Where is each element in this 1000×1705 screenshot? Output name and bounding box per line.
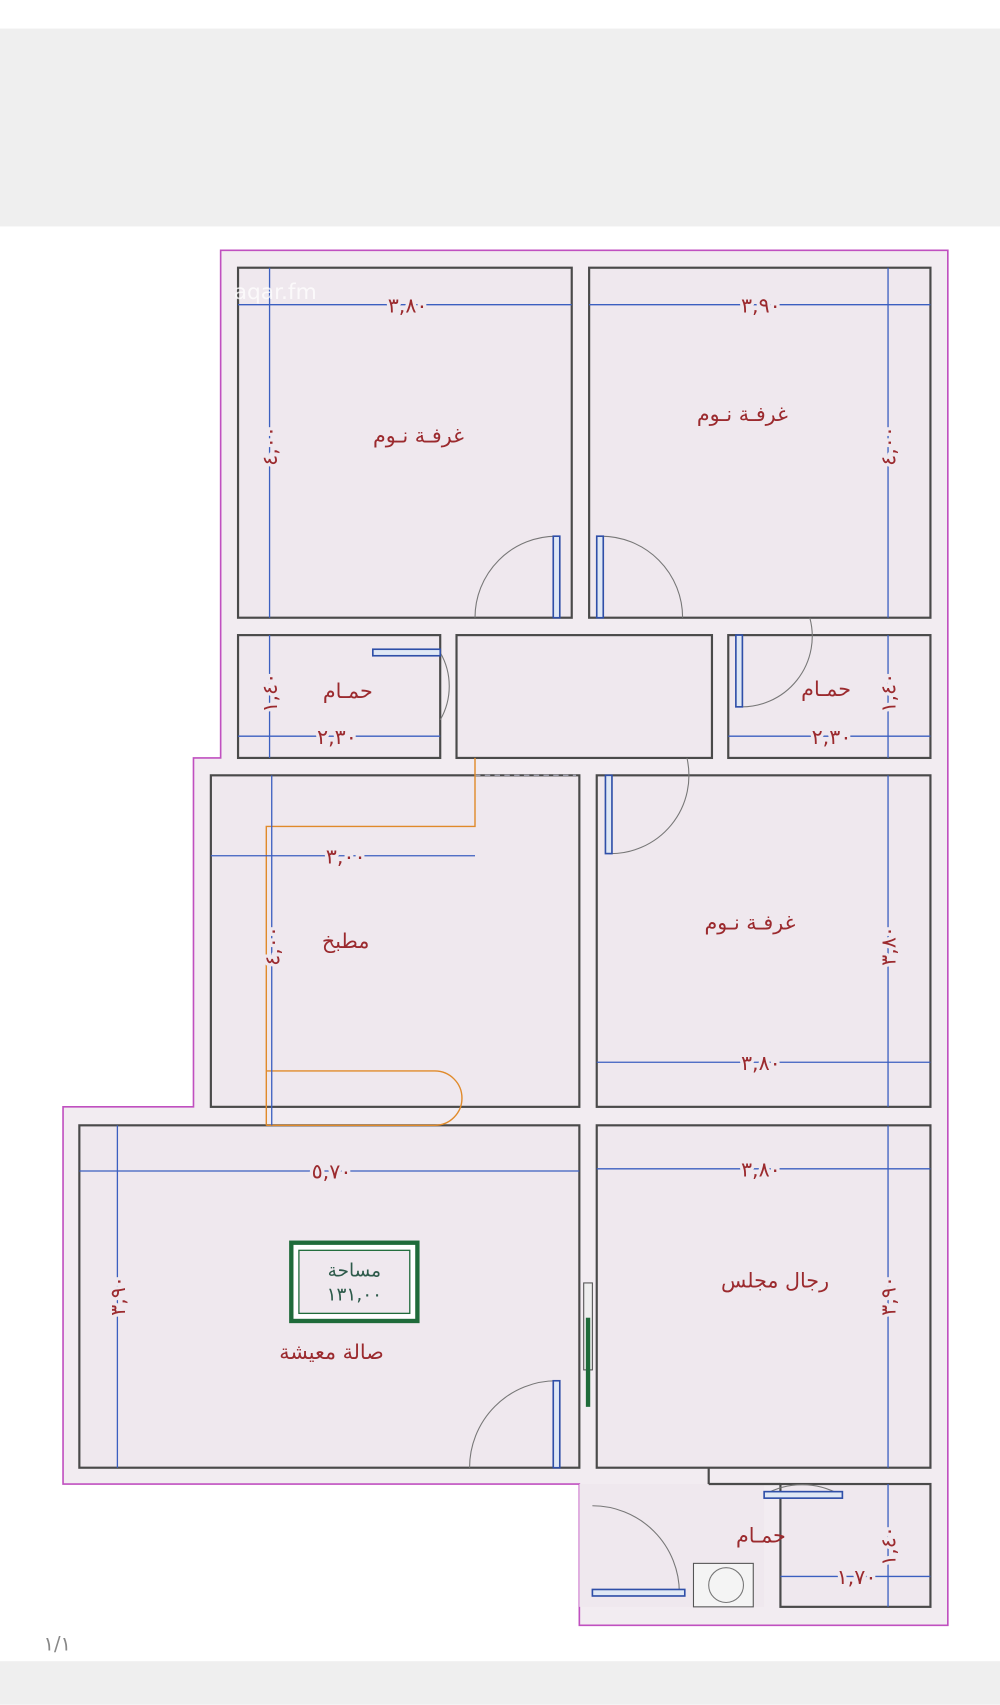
room-label: حمـام	[323, 679, 373, 703]
dimension-length: ١,٤٠	[877, 1526, 901, 1566]
kitchen-counter	[265, 757, 476, 1127]
dimension-length: ٣,٩٠	[106, 1276, 130, 1316]
dimension-width: ٣,٨٠	[741, 1157, 781, 1181]
bedroom-2	[588, 266, 932, 619]
dimension-width: ٥,٧٠	[312, 1160, 352, 1184]
dimension-lines	[79, 267, 931, 1607]
area-box: مساحة ١٣١,٠٠	[289, 1240, 420, 1324]
room-label: رجال مجلس	[721, 1268, 829, 1292]
dimension-width: ٣,٨٠	[388, 293, 428, 317]
room-label: حمـام	[801, 677, 851, 701]
bottom-band	[0, 1661, 1000, 1705]
bedroom-1	[236, 266, 573, 619]
dimension-length: ٤,٠٠	[260, 926, 284, 966]
watermark: aqar.fm	[234, 280, 317, 305]
room-label: غرفـة نـوم	[705, 911, 796, 935]
dimension-length: ٤,٠٠	[877, 426, 901, 466]
dimension-length: ٣,٨٠	[877, 926, 901, 966]
hall	[455, 634, 714, 760]
dimension-width: ٣,٠٠	[326, 844, 366, 868]
dimension-width: ٢,٣٠	[317, 725, 357, 749]
dimension-length: ١,٤٠	[877, 673, 901, 713]
area-title: مساحة	[328, 1260, 381, 1281]
room-label: حمـام	[736, 1524, 786, 1548]
dimension-length: ٣,٩٠	[877, 1276, 901, 1316]
room-label: مطبخ	[322, 929, 370, 953]
majlis	[595, 1124, 932, 1469]
dimension-width: ٣,٩٠	[741, 293, 781, 317]
page-indicator: ١/١	[43, 1632, 71, 1655]
dimension-length: ٤,٠٠	[258, 426, 282, 466]
bedroom-3	[595, 774, 932, 1108]
doors	[372, 535, 844, 1608]
room-label: غرفـة نـوم	[697, 402, 788, 426]
bathroom-2	[727, 634, 932, 760]
dimension-width: ٢,٣٠	[812, 725, 852, 749]
area-value: ١٣١,٠٠	[327, 1284, 382, 1305]
room-label: غرفـة نـوم	[373, 424, 464, 448]
room-label: صالة معيشة	[279, 1340, 383, 1364]
dimension-width: ١,٧٠	[837, 1565, 877, 1589]
top-band	[0, 28, 1000, 227]
dimension-length: ١,٤٠	[258, 673, 282, 713]
bathroom-3	[779, 1482, 932, 1608]
dimension-width: ٣,٨٠	[741, 1051, 781, 1075]
